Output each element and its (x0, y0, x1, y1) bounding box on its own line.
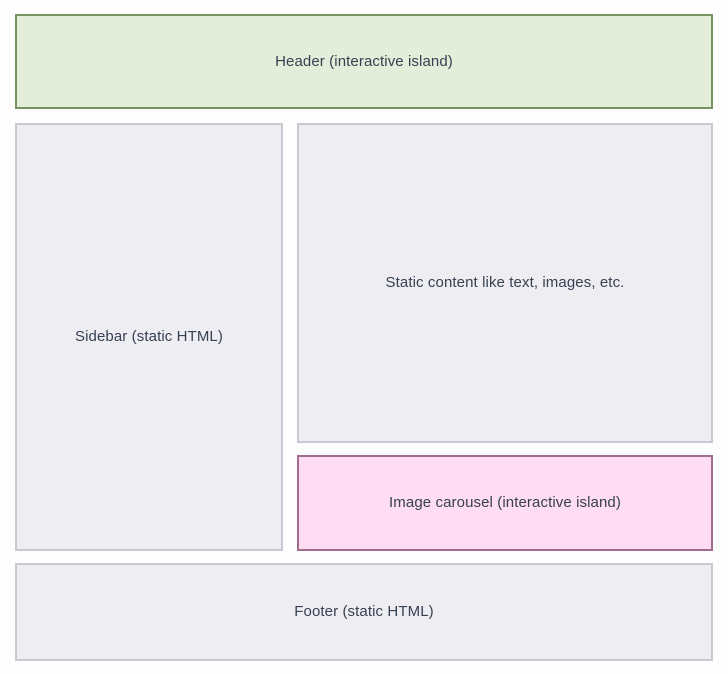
static-content-box: Static content like text, images, etc. (297, 123, 713, 443)
image-carousel-island-box: Image carousel (interactive island) (297, 455, 713, 551)
sidebar-box: Sidebar (static HTML) (15, 123, 283, 551)
middle-row: Sidebar (static HTML) Static content lik… (15, 123, 713, 551)
header-island-label: Header (interactive island) (275, 52, 453, 70)
footer-box: Footer (static HTML) (15, 563, 713, 661)
main-column: Static content like text, images, etc. I… (297, 123, 713, 551)
header-island-box: Header (interactive island) (15, 14, 713, 109)
footer-label: Footer (static HTML) (294, 603, 434, 620)
image-carousel-label: Image carousel (interactive island) (389, 494, 621, 511)
sidebar-label: Sidebar (static HTML) (75, 328, 223, 345)
static-content-label: Static content like text, images, etc. (385, 274, 625, 291)
